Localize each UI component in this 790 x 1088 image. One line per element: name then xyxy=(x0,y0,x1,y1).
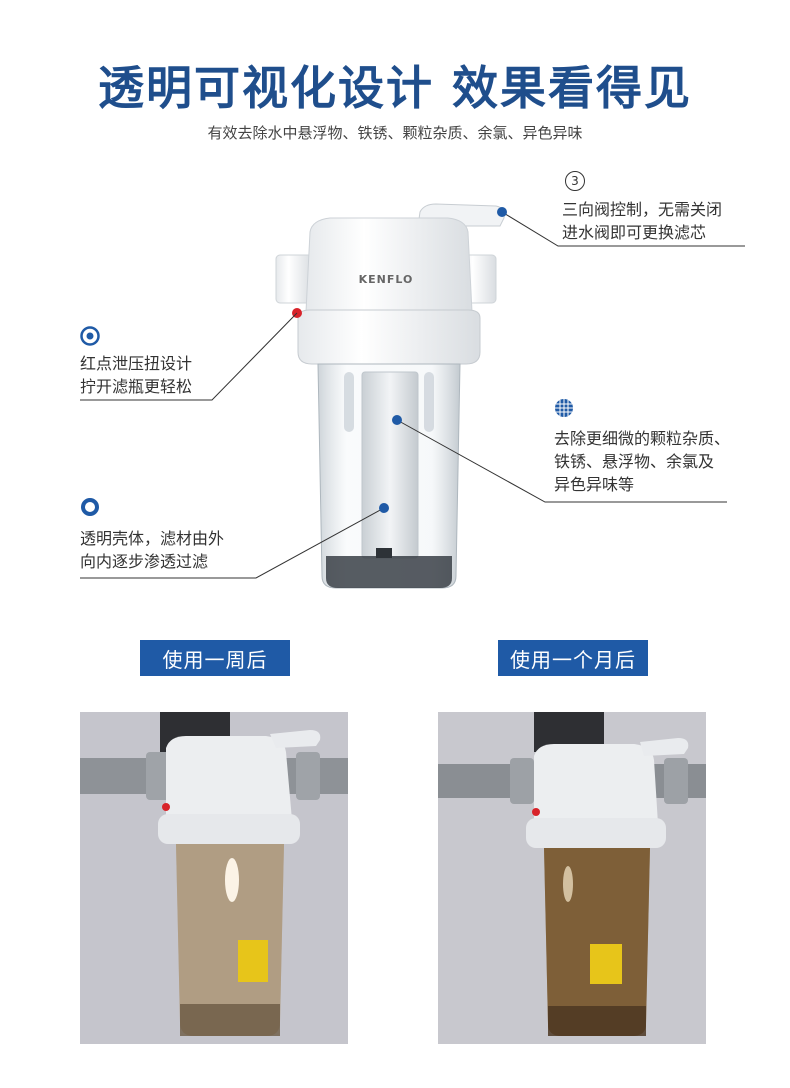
callout-shell-line1: 透明壳体，滤材由外 xyxy=(80,529,225,548)
callout-filter: 去除更细微的颗粒杂质、 铁锈、悬浮物、余氯及 异色异味等 xyxy=(554,427,730,496)
filter-head xyxy=(305,217,473,313)
photo-after-one-week xyxy=(80,712,348,1044)
callout-pressure-line1: 红点泄压扭设计 xyxy=(80,354,193,373)
callout-shell: 透明壳体，滤材由外 向内逐步渗透过滤 xyxy=(80,527,224,573)
callout-filter-line1: 去除更细微的颗粒杂质、 xyxy=(554,429,731,448)
ring-icon xyxy=(80,497,100,517)
callout-valve-line1: 三向阀控制，无需关闭 xyxy=(562,200,723,219)
callout-pressure: 红点泄压扭设计 拧开滤瓶更轻松 xyxy=(80,352,192,398)
target-dot-icon xyxy=(80,326,100,346)
photo-after-one-month xyxy=(438,712,706,1044)
page-title: 透明可视化设计 效果看得见 xyxy=(97,61,692,115)
grid-globe-icon xyxy=(554,398,574,418)
brand-logo: KENFLO xyxy=(359,273,414,286)
label-one-month: 使用一个月后 xyxy=(498,640,648,676)
callout-valve-line2: 进水阀即可更换滤芯 xyxy=(562,223,707,242)
callout-pressure-line2: 拧开滤瓶更轻松 xyxy=(80,377,193,396)
callout-valve: 三向阀控制，无需关闭 进水阀即可更换滤芯 xyxy=(562,198,722,244)
bowl-anchor-dot xyxy=(379,503,389,513)
page-subtitle: 有效去除水中悬浮物、铁锈、颗粒杂质、余氯、异色异味 xyxy=(207,124,583,142)
valve-anchor-dot xyxy=(497,207,507,217)
filter-diagram: KENFLO xyxy=(80,203,745,589)
callout-shell-line2: 向内逐步渗透过滤 xyxy=(80,552,209,571)
cartridge-anchor-dot xyxy=(392,415,402,425)
callout-filter-line3: 异色异味等 xyxy=(554,475,635,494)
label-one-week: 使用一周后 xyxy=(140,640,290,676)
number-3-icon: ③3 xyxy=(565,171,585,191)
callout-filter-line2: 铁锈、悬浮物、余氯及 xyxy=(554,452,715,471)
filter-cartridge xyxy=(361,371,419,559)
